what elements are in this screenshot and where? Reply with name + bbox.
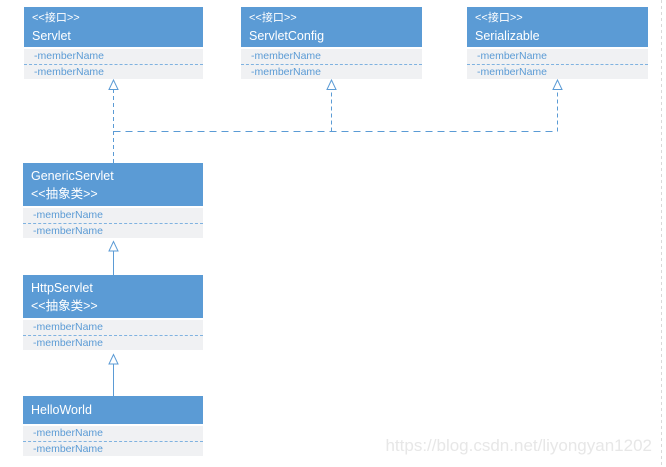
- realization-edge-genericservlet-servletconfig[interactable]: [326, 78, 337, 132]
- member-row[interactable]: -memberName: [23, 441, 203, 456]
- class-name: HelloWorld: [31, 403, 92, 417]
- class-header: <<接口>> ServletConfig: [241, 7, 422, 47]
- generalization-edge-helloworld-httpservlet[interactable]: [108, 353, 119, 397]
- member-row[interactable]: -memberName: [23, 223, 203, 238]
- class-members: -memberName -memberName: [24, 49, 203, 79]
- hollow-triangle-arrowhead-icon: [552, 78, 563, 90]
- member-row[interactable]: -memberName: [241, 64, 422, 79]
- class-header: GenericServlet <<抽象类>>: [23, 163, 203, 206]
- member-row[interactable]: -memberName: [24, 49, 203, 64]
- class-stereotype: <<接口>>: [475, 11, 523, 24]
- member-row[interactable]: -memberName: [23, 426, 203, 441]
- class-name: Servlet: [32, 28, 71, 43]
- class-header: <<接口>> Serializable: [467, 7, 648, 47]
- class-box-servletconfig[interactable]: <<接口>> ServletConfig -memberName -member…: [241, 7, 422, 79]
- class-members: -memberName -memberName: [241, 49, 422, 79]
- class-stereotype: <<接口>>: [32, 11, 80, 24]
- class-name: Serializable: [475, 28, 540, 43]
- watermark-url: https://blog.csdn.net/liyongyan1202: [385, 436, 652, 455]
- realization-edge-genericservlet-serializable[interactable]: [552, 78, 563, 132]
- generalization-edge-httpservlet-genericservlet[interactable]: [108, 240, 119, 276]
- class-header: <<接口>> Servlet: [24, 7, 203, 47]
- class-header: HttpServlet <<抽象类>>: [23, 275, 203, 318]
- hollow-triangle-arrowhead-icon: [326, 78, 337, 90]
- member-row[interactable]: -memberName: [23, 335, 203, 350]
- member-row[interactable]: -memberName: [24, 64, 203, 79]
- class-members: -memberName -memberName: [467, 49, 648, 79]
- realization-edge-genericservlet-servlet[interactable]: [108, 78, 119, 163]
- class-stereotype: <<抽象类>>: [31, 186, 98, 201]
- member-row[interactable]: -memberName: [23, 208, 203, 223]
- class-box-servlet[interactable]: <<接口>> Servlet -memberName -memberName: [24, 7, 203, 79]
- class-members: -memberName -memberName: [23, 320, 203, 350]
- member-row[interactable]: -memberName: [23, 320, 203, 335]
- member-row[interactable]: -memberName: [467, 49, 648, 64]
- member-row[interactable]: -memberName: [467, 64, 648, 79]
- class-name: ServletConfig: [249, 28, 325, 43]
- class-stereotype: <<抽象类>>: [31, 298, 98, 313]
- class-members: -memberName -memberName: [23, 426, 203, 456]
- hollow-triangle-arrowhead-icon: [108, 240, 119, 252]
- class-box-serializable[interactable]: <<接口>> Serializable -memberName -memberN…: [467, 7, 648, 79]
- class-box-httpservlet[interactable]: HttpServlet <<抽象类>> -memberName -memberN…: [23, 275, 203, 350]
- class-name: HttpServlet: [31, 280, 93, 295]
- class-header: HelloWorld: [23, 396, 203, 424]
- class-box-helloworld[interactable]: HelloWorld -memberName -memberName: [23, 396, 203, 456]
- class-stereotype: <<接口>>: [249, 11, 297, 24]
- class-members: -memberName -memberName: [23, 208, 203, 238]
- member-row[interactable]: -memberName: [241, 49, 422, 64]
- class-box-genericservlet[interactable]: GenericServlet <<抽象类>> -memberName -memb…: [23, 163, 203, 238]
- hollow-triangle-arrowhead-icon: [108, 353, 119, 365]
- class-name: GenericServlet: [31, 168, 114, 183]
- hollow-triangle-arrowhead-icon: [108, 78, 119, 90]
